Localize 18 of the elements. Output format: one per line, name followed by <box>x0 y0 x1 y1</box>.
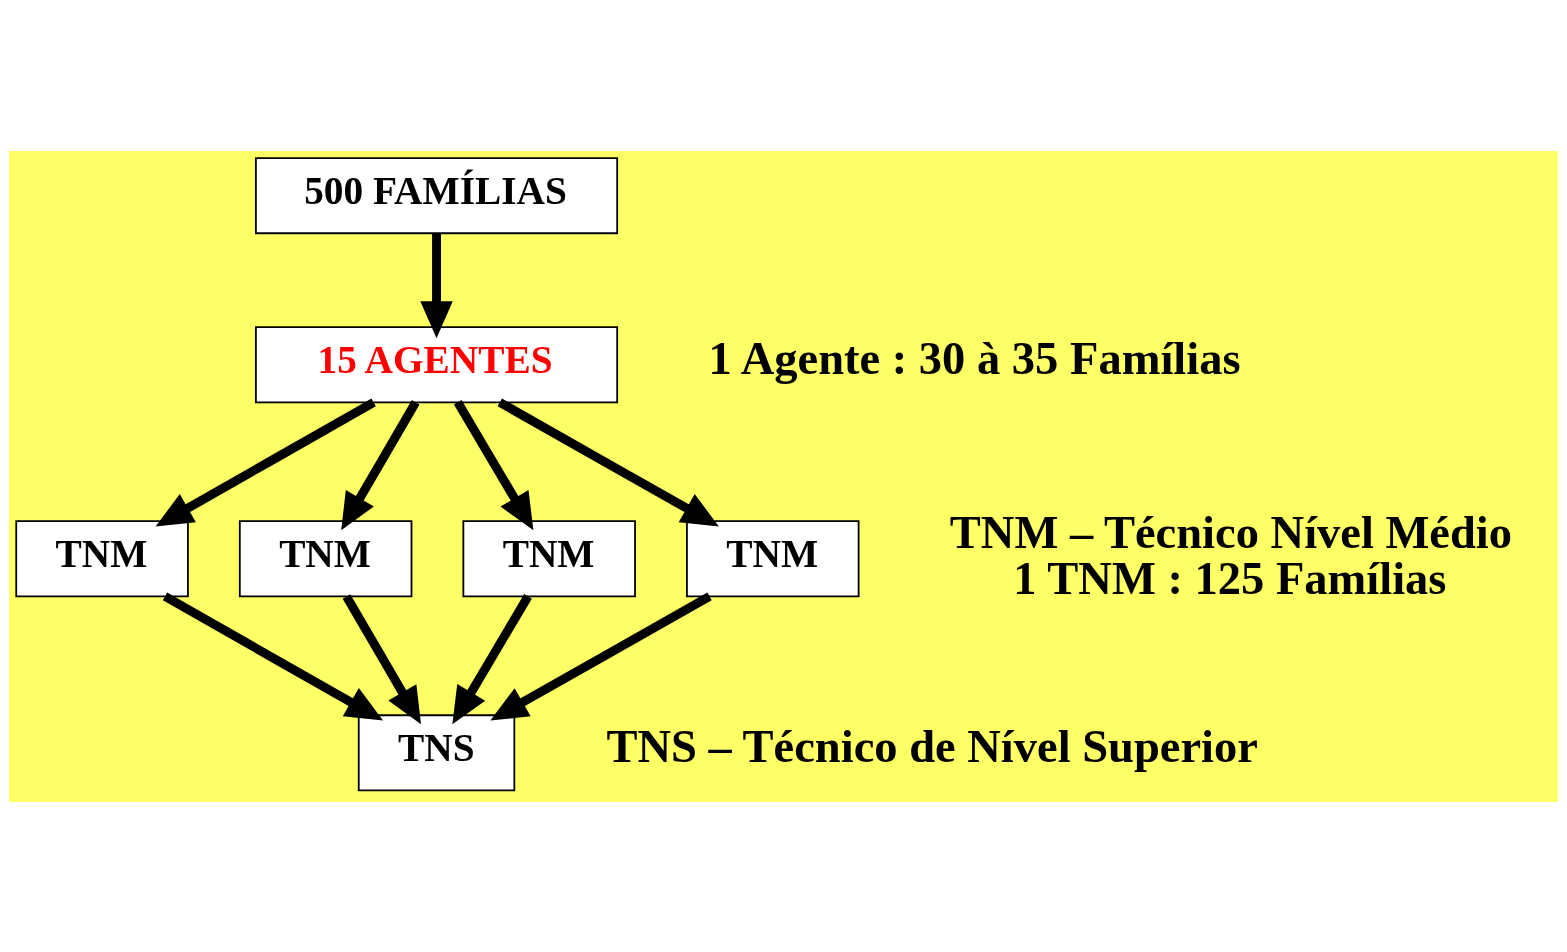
arrow <box>162 592 384 721</box>
node-box: TNM <box>15 519 189 597</box>
arrow <box>497 397 719 526</box>
arrow <box>155 397 376 527</box>
arrow <box>452 593 532 724</box>
label: TNS – Técnico de Nível Superior <box>606 720 1258 772</box>
node-box: 15 AGENTES <box>255 325 619 403</box>
arrow <box>490 592 712 721</box>
node-box: TNM <box>462 519 636 597</box>
label: 1 Agente : 30 à 35 Famílias <box>708 332 1241 384</box>
arrow <box>342 593 421 724</box>
arrow <box>420 232 453 338</box>
arrow <box>341 399 420 530</box>
node-box: TNM <box>238 519 413 597</box>
arrow <box>453 399 534 530</box>
node-box: TNS <box>357 713 516 791</box>
node-box: TNM <box>686 519 860 597</box>
node-box: 500 FAMÍLIAS <box>255 156 619 234</box>
